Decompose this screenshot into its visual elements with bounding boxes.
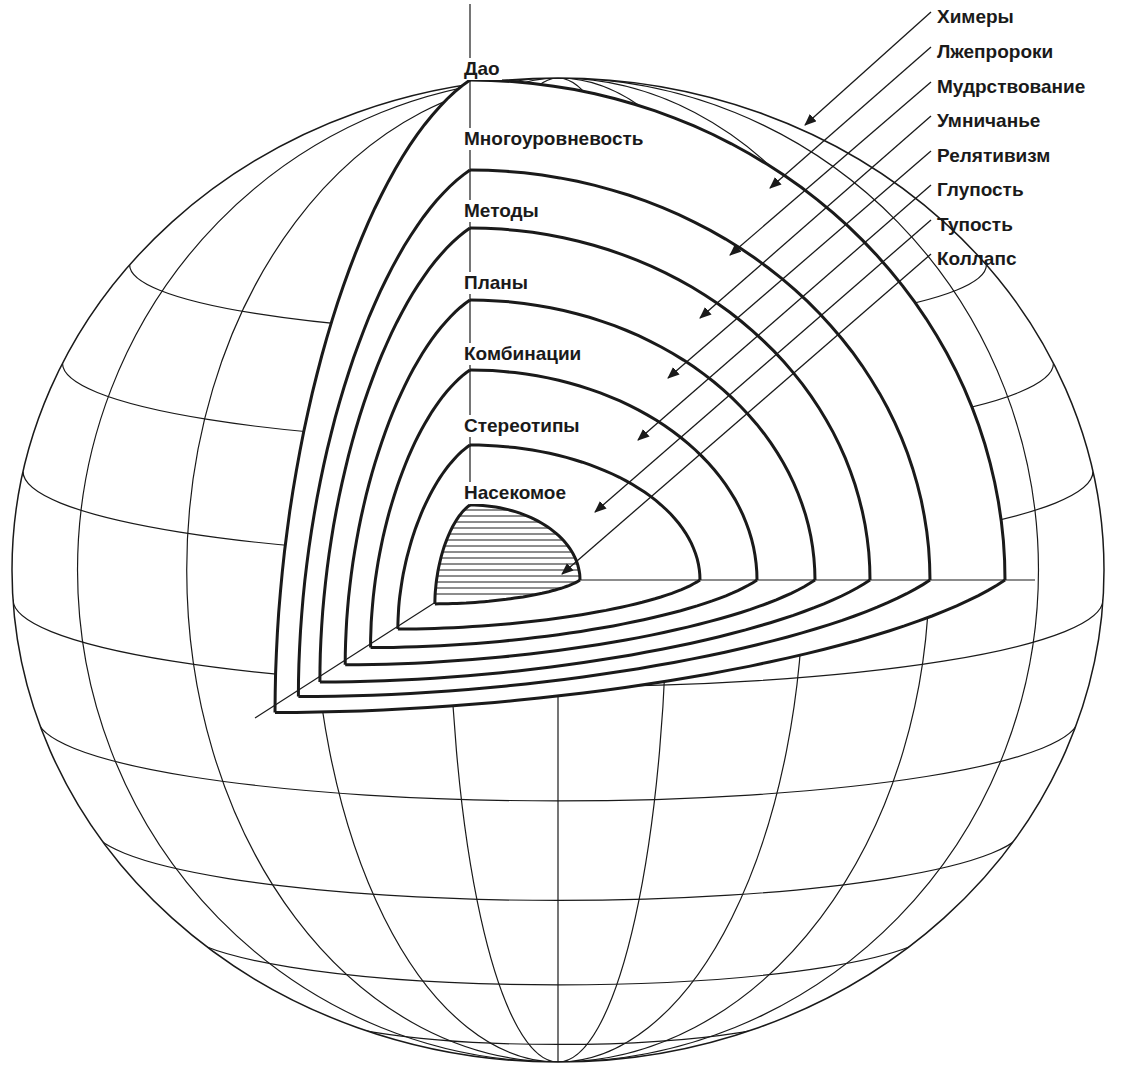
leader-arrow [595, 220, 931, 512]
layer-label: Стереотипы [462, 415, 582, 437]
layer-label: Дао [462, 58, 502, 80]
level-label: Лжепророки [935, 41, 1055, 63]
level-label: Химеры [935, 6, 1016, 28]
leader-arrow [805, 12, 931, 125]
level-label: Коллапс [935, 248, 1018, 270]
cutaway [255, 4, 1035, 718]
leader-arrow [770, 47, 931, 188]
leader-arrow [730, 82, 931, 255]
layer-label: Планы [462, 272, 530, 294]
layer-label: Насекомое [462, 482, 568, 504]
layer-label: Методы [462, 200, 541, 222]
leader-arrow [668, 151, 931, 378]
leader-arrow [700, 116, 931, 318]
layer-label: Комбинации [462, 343, 583, 365]
sphere-outline [12, 78, 1104, 1062]
level-label: Мудрствование [935, 76, 1087, 98]
level-label: Тупость [935, 214, 1015, 236]
layer-label: Многоуровневость [462, 128, 646, 150]
leader-arrow [638, 185, 931, 440]
level-label: Умничанье [935, 110, 1042, 132]
level-label: Глупость [935, 179, 1026, 201]
leader-arrows [562, 12, 931, 574]
leader-arrow [562, 254, 931, 574]
sphere-grid [13, 78, 1103, 1062]
level-label: Релятивизм [935, 145, 1052, 167]
